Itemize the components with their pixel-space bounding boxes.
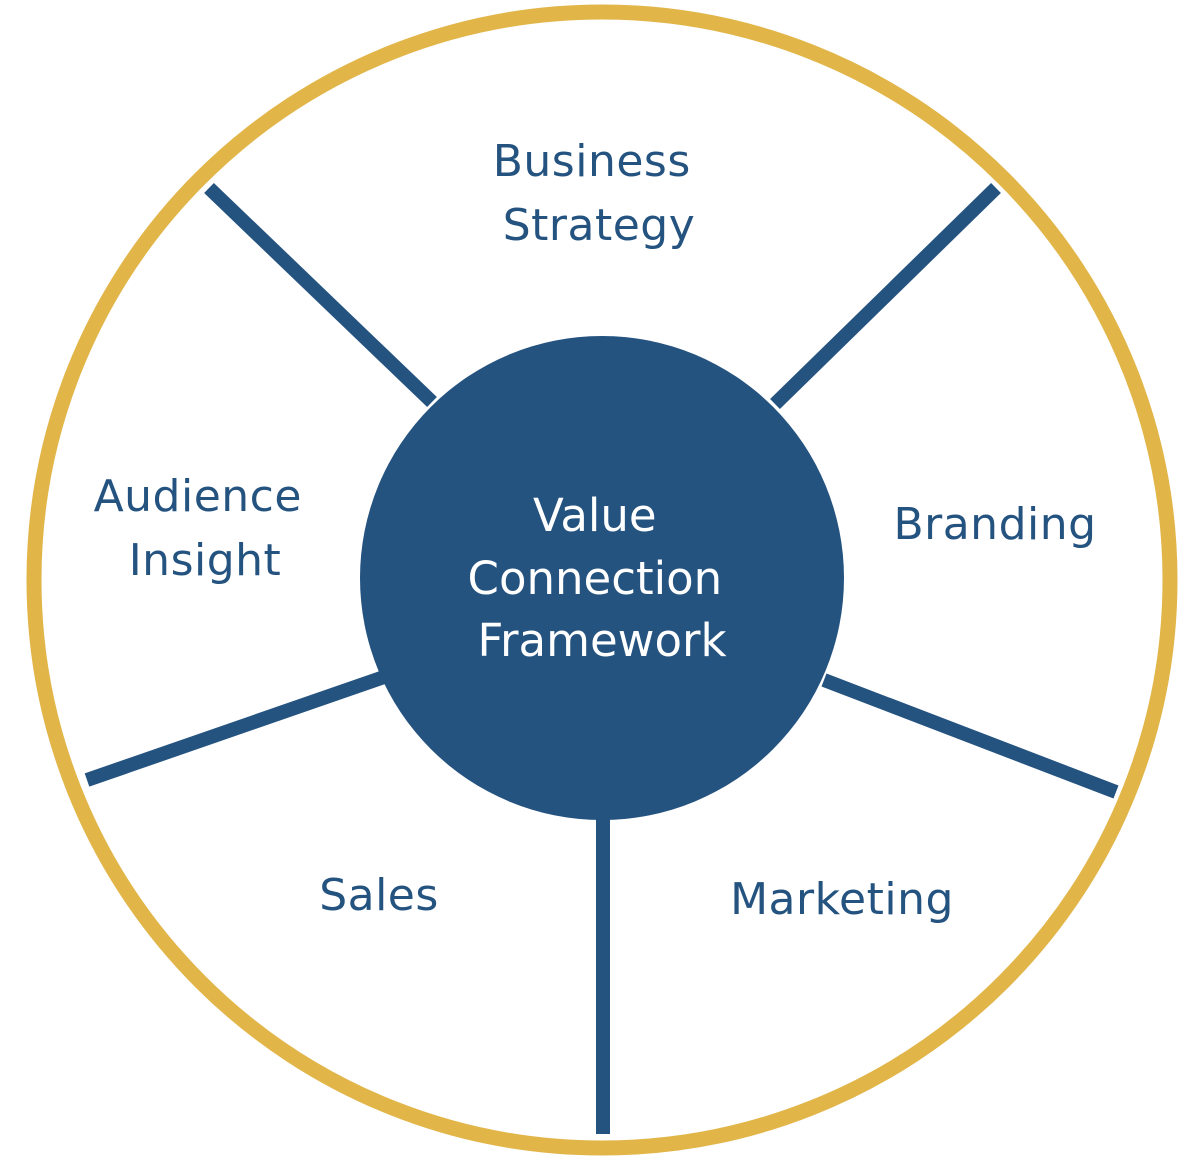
segment-label-business-strategy: Business Strategy (493, 136, 706, 251)
sales-line-1: Sales (319, 870, 439, 921)
segment-label-sales: Sales (319, 870, 439, 921)
segment-label-audience-insight: Audience Insight (94, 471, 317, 586)
center-label-line-3: Framework (477, 614, 726, 667)
spoke-left (84, 670, 387, 787)
business-strategy-line-2: Strategy (503, 200, 696, 251)
segment-label-marketing: Marketing (730, 874, 954, 925)
center-label-line-1: Value (533, 489, 657, 542)
center-label: Value Connection Framework (468, 489, 737, 667)
audience-insight-line-1: Audience (94, 471, 302, 522)
spoke-right (821, 673, 1119, 799)
branding-line-1: Branding (893, 499, 1096, 550)
audience-insight-line-2: Insight (129, 535, 282, 586)
segment-label-branding: Branding (893, 499, 1096, 550)
spoke-top-left (204, 182, 437, 408)
center-hub (360, 336, 844, 820)
spoke-top-right (770, 182, 1001, 410)
business-strategy-line-1: Business (493, 136, 691, 187)
center-label-line-2: Connection (468, 552, 723, 605)
marketing-line-1: Marketing (730, 874, 954, 925)
